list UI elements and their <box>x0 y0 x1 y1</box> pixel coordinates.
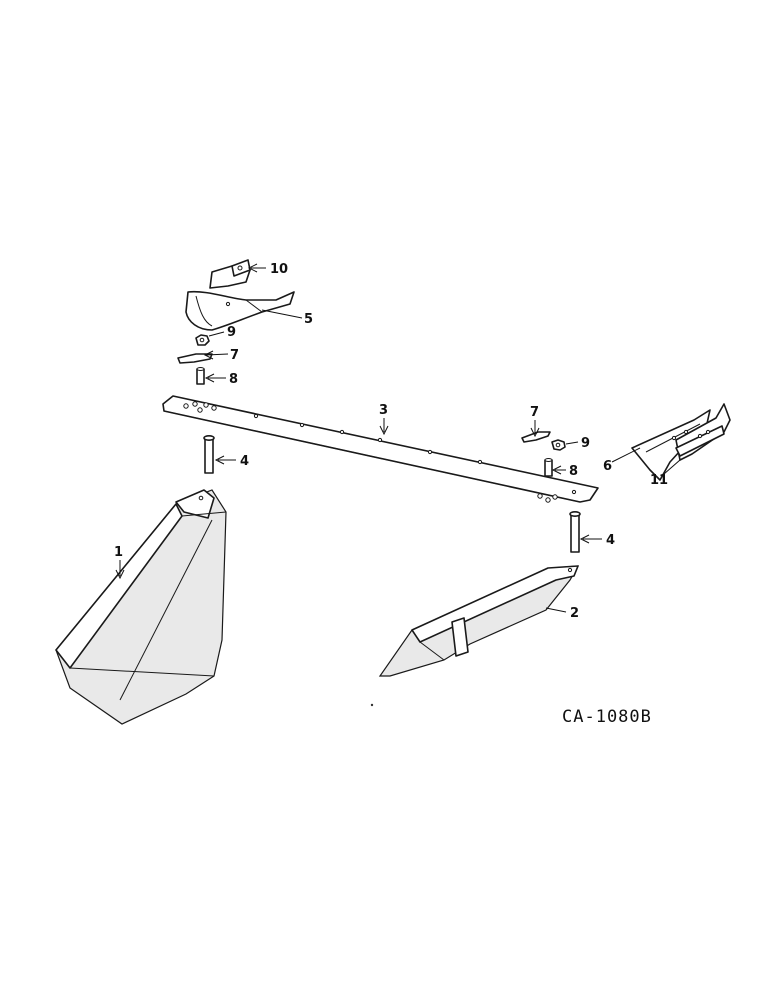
part-11-plate <box>675 403 731 461</box>
part-4-pin-left <box>203 434 215 474</box>
callout-10: 10 <box>270 262 288 277</box>
callout-7-right: 7 <box>530 405 539 420</box>
callout-3: 3 <box>379 403 388 418</box>
callout-9-right: 9 <box>581 436 590 451</box>
part-4-pin-right <box>569 510 581 553</box>
callout-9-left: 9 <box>227 325 236 340</box>
leader-lines <box>115 263 681 613</box>
callout-6: 6 <box>603 459 612 474</box>
part-2-right-shield <box>378 565 580 677</box>
part-7-clip-left <box>177 353 213 364</box>
part-8-bushing-left <box>196 367 205 385</box>
callout-2: 2 <box>570 606 579 621</box>
part-1-left-shield <box>55 489 227 725</box>
part-5-bracket <box>185 290 295 331</box>
callout-8-left: 8 <box>229 372 238 387</box>
scan-dot <box>370 703 374 707</box>
callout-7-left: 7 <box>230 348 239 363</box>
part-8-bushing-right <box>544 458 553 477</box>
callout-5: 5 <box>304 312 313 327</box>
callouts: 1 2 3 4 4 5 6 7 7 8 8 9 9 10 11 <box>114 262 668 621</box>
callout-1: 1 <box>114 545 123 560</box>
figure-id: CA-1080B <box>562 707 652 727</box>
part-9-nut-left <box>195 334 210 346</box>
part-3-bar <box>162 395 599 503</box>
part-10-plate <box>209 259 251 289</box>
callout-4-left: 4 <box>240 454 249 469</box>
callout-4-right: 4 <box>606 533 615 548</box>
callout-8-right: 8 <box>569 464 578 479</box>
callout-11: 11 <box>650 473 668 488</box>
part-7-clip-right <box>521 431 551 443</box>
part-9-nut-right <box>551 439 566 451</box>
